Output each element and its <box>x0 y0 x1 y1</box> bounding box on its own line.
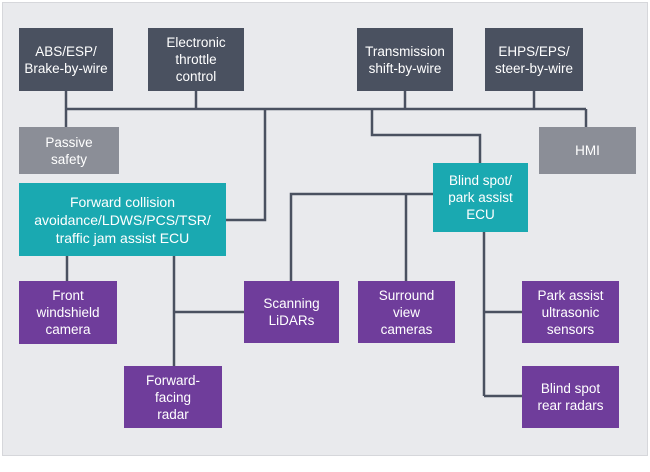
forward-facing-radar-box: Forward- facing radar <box>124 366 222 428</box>
blind-spot-rear-radars-box: Blind spot rear radars <box>522 366 619 428</box>
blindspot-branch <box>289 192 433 281</box>
park-assist-ultrasonic-sensors-box: Park assist ultrasonic sensors <box>522 281 619 343</box>
front-windshield-camera-box: Front windshield camera <box>19 281 117 344</box>
forward-collision-ecu-box: Forward collision avoidance/LDWS/PCS/TSR… <box>19 183 226 256</box>
hmi-box: HMI <box>539 127 636 174</box>
blind-spot-park-assist-ecu-box: Blind spot/ park assist ECU <box>433 163 528 232</box>
abs-esp-brake-by-wire-box: ABS/ESP/ Brake-by-wire <box>19 28 113 91</box>
surround-view-cameras-box: Surround view cameras <box>358 281 455 343</box>
ehps-eps-steer-by-wire-box: EHPS/EPS/ steer-by-wire <box>485 28 583 91</box>
forward-ecu-link <box>226 109 267 222</box>
electronic-throttle-control-box: Electronic throttle control <box>148 28 244 91</box>
transmission-shift-by-wire-box: Transmission shift-by-wire <box>357 28 453 91</box>
scanning-lidars-box: Scanning LiDARs <box>244 281 339 343</box>
passive-safety-box: Passive safety <box>19 127 119 174</box>
blindspot-ecu-link <box>370 109 482 163</box>
